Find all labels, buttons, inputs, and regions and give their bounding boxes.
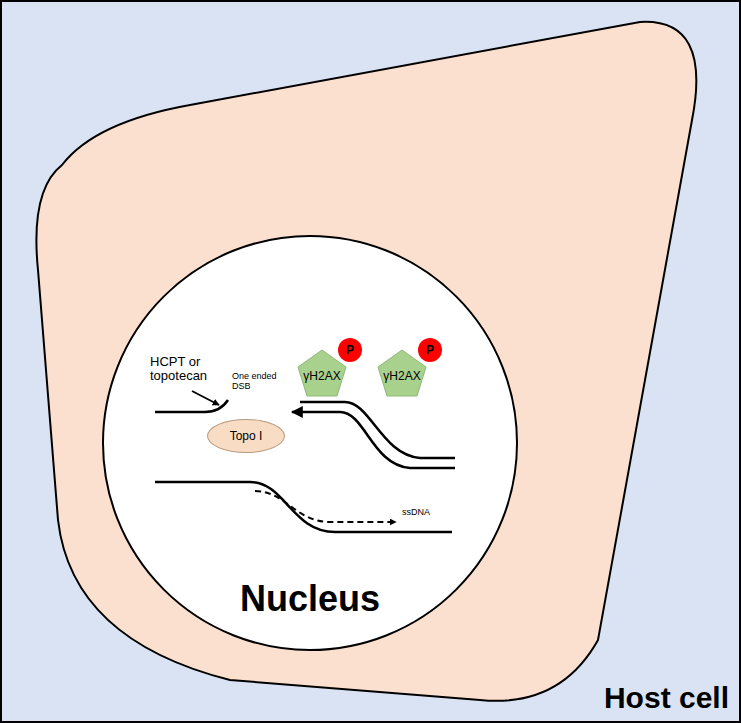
pentagon-fill: [378, 350, 426, 396]
dna-strand: [155, 400, 228, 412]
nucleus-label: Nucleus: [103, 578, 517, 620]
topo-enzyme-label: Topo I: [230, 429, 263, 443]
nucleus-outline: [103, 236, 517, 650]
host-cell-label: Host cell: [604, 681, 729, 715]
phospho-label: P: [346, 343, 354, 357]
cell-outline: [36, 22, 696, 701]
pentagon-fill: [298, 350, 346, 396]
nucleus: Nucleus Topo I γH2AX PγH2AX P: [103, 236, 517, 650]
phospho-mark: P: [338, 338, 362, 362]
gamma-h2ax-marker-label: γH2AX: [303, 369, 340, 383]
dna-strand: [155, 482, 452, 532]
dna-strand: [292, 412, 455, 468]
phospho-label: P: [426, 343, 434, 357]
topo-enzyme: Topo I: [207, 419, 285, 453]
synthesis-arrow: [255, 491, 396, 522]
gamma-h2ax-marker-label: γH2AX: [383, 369, 420, 383]
annotation-label: HCPT or topotecan: [150, 355, 226, 384]
drug-arrow: [192, 391, 219, 405]
phospho-mark: P: [418, 338, 442, 362]
annotation-label: ssDNA: [402, 508, 430, 518]
annotation-label: One ended DSB: [232, 372, 278, 392]
